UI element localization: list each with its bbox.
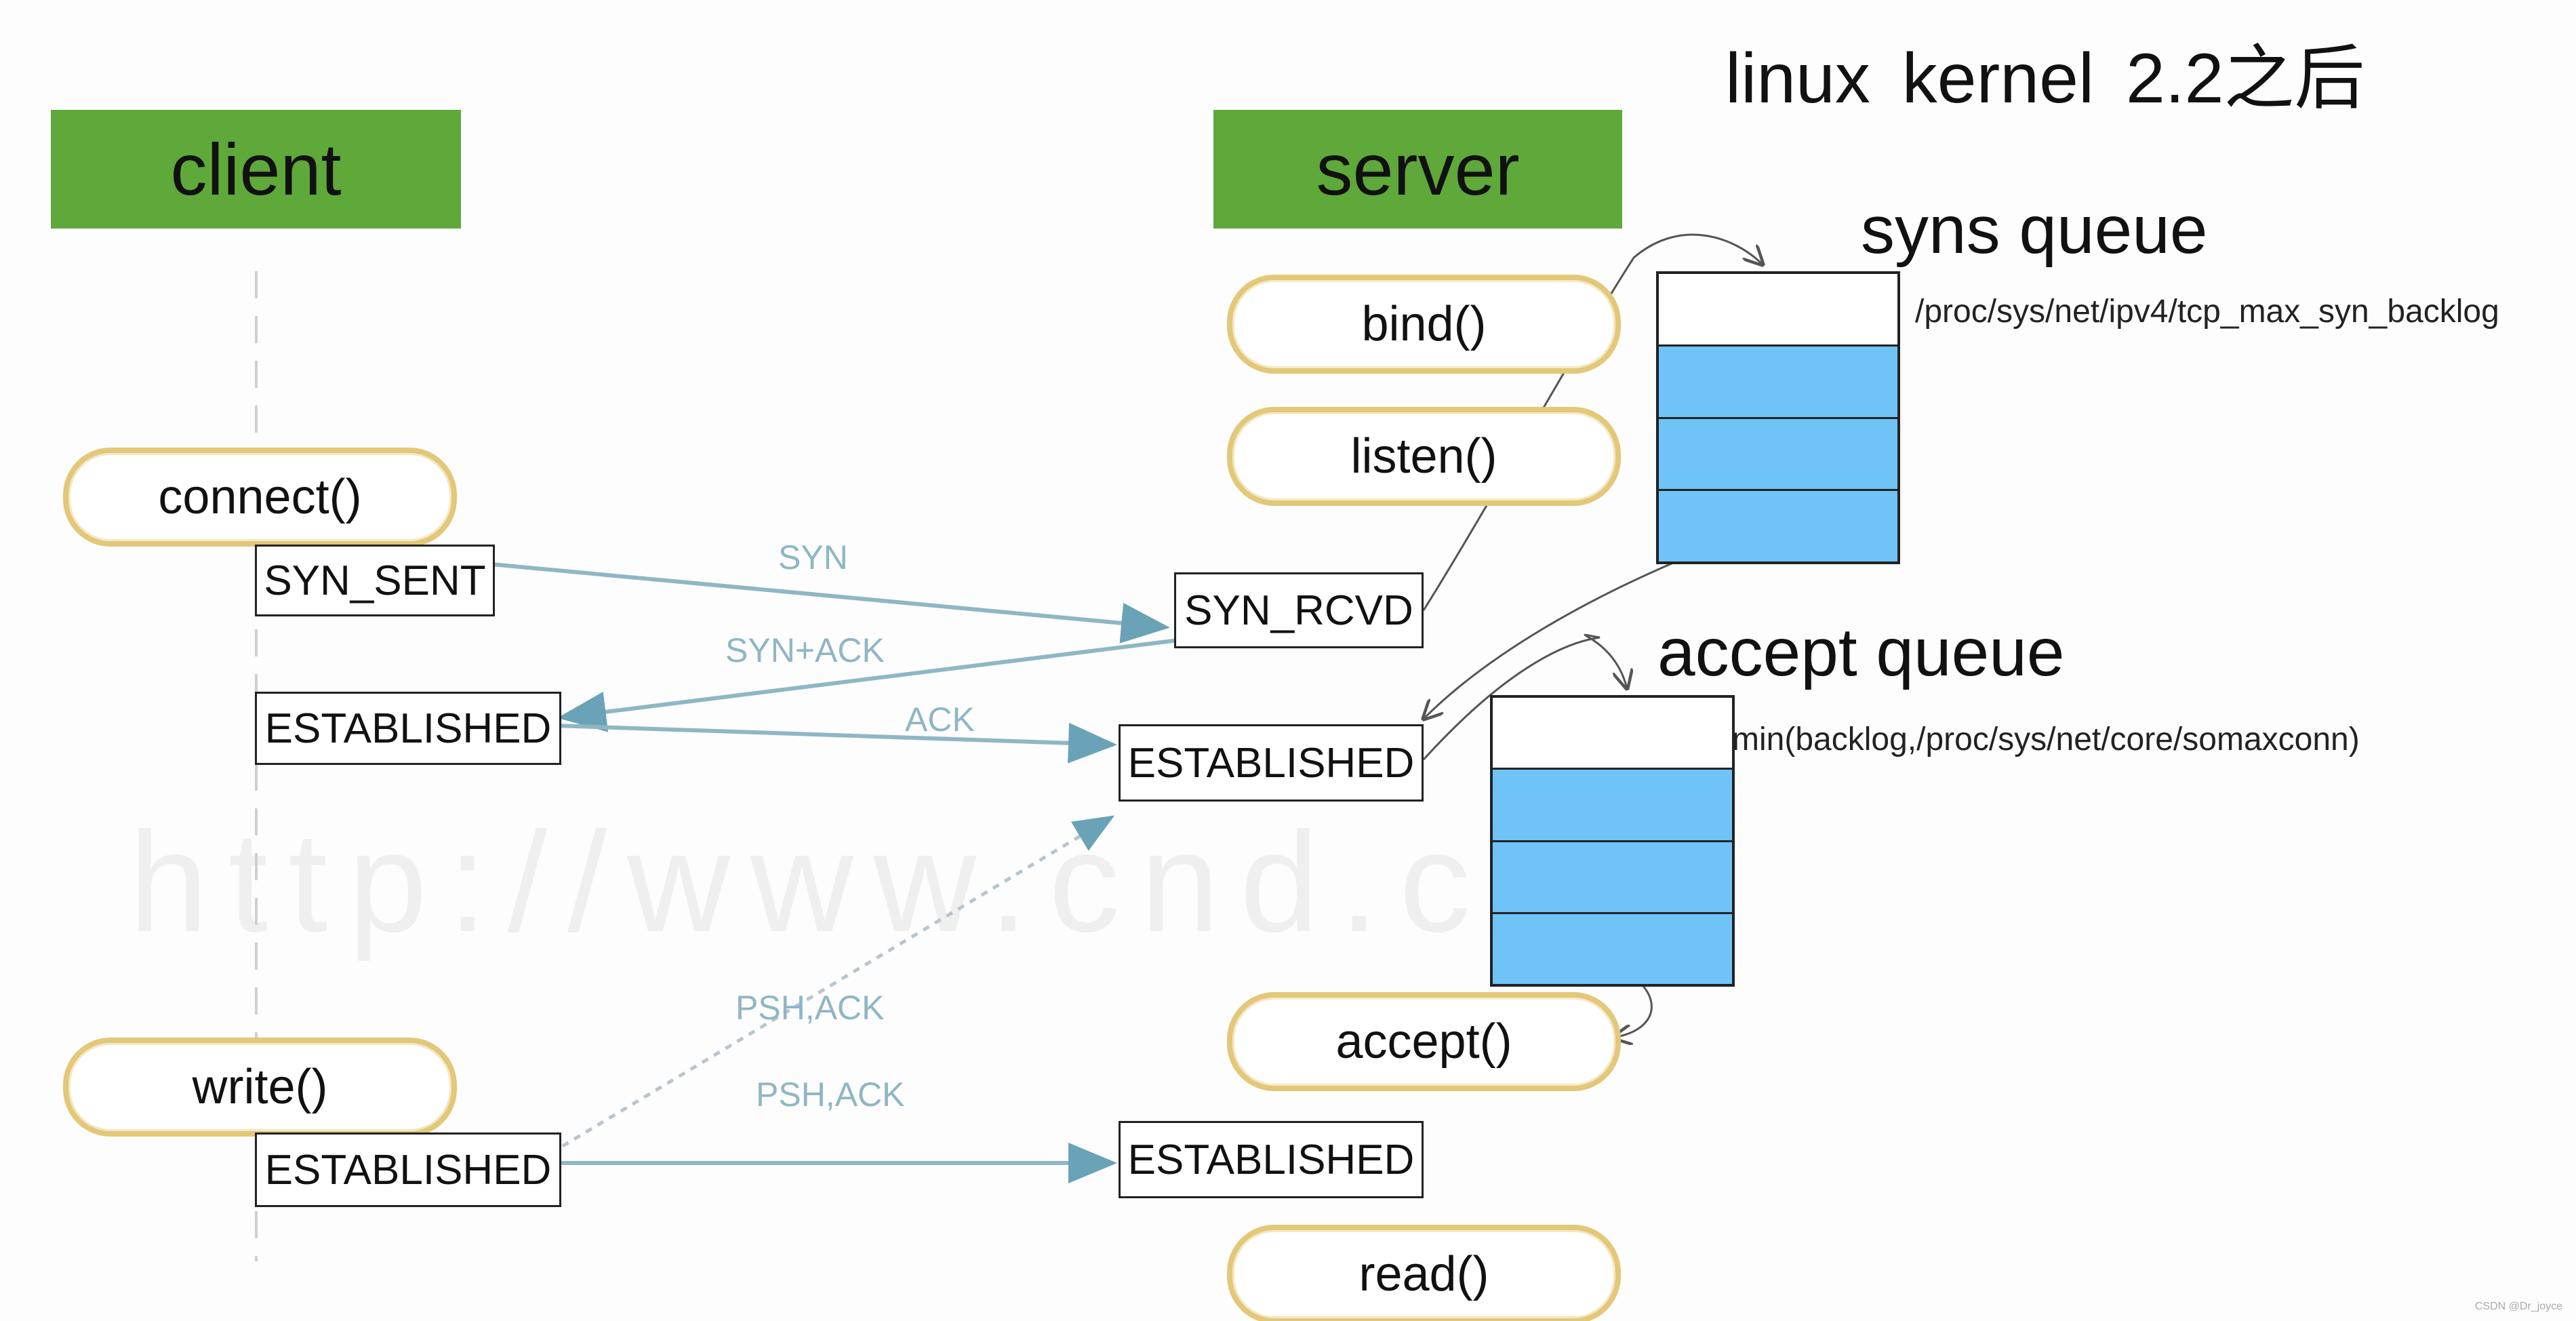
synsqueue-to-established-curve [1424,558,1682,719]
syns-queue-slot [1659,346,1897,419]
msg-psh-ack-1: PSH,ACK [736,989,885,1027]
accept-queue-slot [1493,913,1732,984]
write-call-pill: write() [63,1038,457,1137]
client-state-syn-sent: SYN_SENT [255,545,495,616]
syns-queue-slot [1659,274,1897,347]
syn-arrow [491,562,1170,644]
client-header: client [51,110,461,229]
server-state-established-2: ESTABLISHED [1119,1121,1424,1198]
bind-call-pill: bind() [1227,275,1621,374]
accept-queue-note: min(backlog,/proc/sys/net/core/somaxconn… [1732,722,2360,757]
client-state-established-1: ESTABLISHED [255,692,561,765]
accept-queue-slot [1493,698,1732,770]
msg-ack: ACK [905,701,975,738]
read-call-pill: read() [1227,1225,1621,1321]
accept-queue-slot [1493,770,1732,842]
acceptqueue-to-accept-curve [1613,982,1653,1038]
psh-ack-dashed-arrow [561,815,1115,1148]
msg-syn-ack: SYN+ACK [725,631,885,669]
listen-call-pill: listen() [1227,407,1621,506]
server-state-established-1: ESTABLISHED [1119,724,1424,802]
syns-queue-note: /proc/sys/net/ipv4/tcp_max_syn_backlog [1915,294,2499,330]
client-state-established-2: ESTABLISHED [255,1132,561,1207]
connect-call-pill: connect() [63,448,457,547]
accept-queue-title: accept queue [1657,614,2065,690]
watermark-text: http://www.cnd.com [129,802,1729,962]
diagram-title: linux kernel 2.2之后 [1725,39,2365,118]
accept-call-pill: accept() [1227,992,1621,1091]
footer-credit: CSDN @Dr_joyce [2474,1301,2562,1312]
server-header: server [1213,110,1622,229]
syns-queue-slot [1659,491,1897,561]
established-to-acceptqueue-curve [1422,633,1627,761]
syn-ack-arrow [557,638,1179,732]
syns-queue-slot [1659,418,1897,492]
server-state-syn-rcvd: SYN_RCVD [1174,572,1424,648]
accept-queue [1490,695,1735,987]
accept-queue-slot [1493,842,1732,914]
msg-syn: SYN [778,538,848,576]
ack-arrow [555,722,1117,764]
msg-psh-ack-2: PSH,ACK [756,1076,905,1113]
syns-queue [1656,271,1900,564]
syns-queue-title: syns queue [1861,192,2208,268]
